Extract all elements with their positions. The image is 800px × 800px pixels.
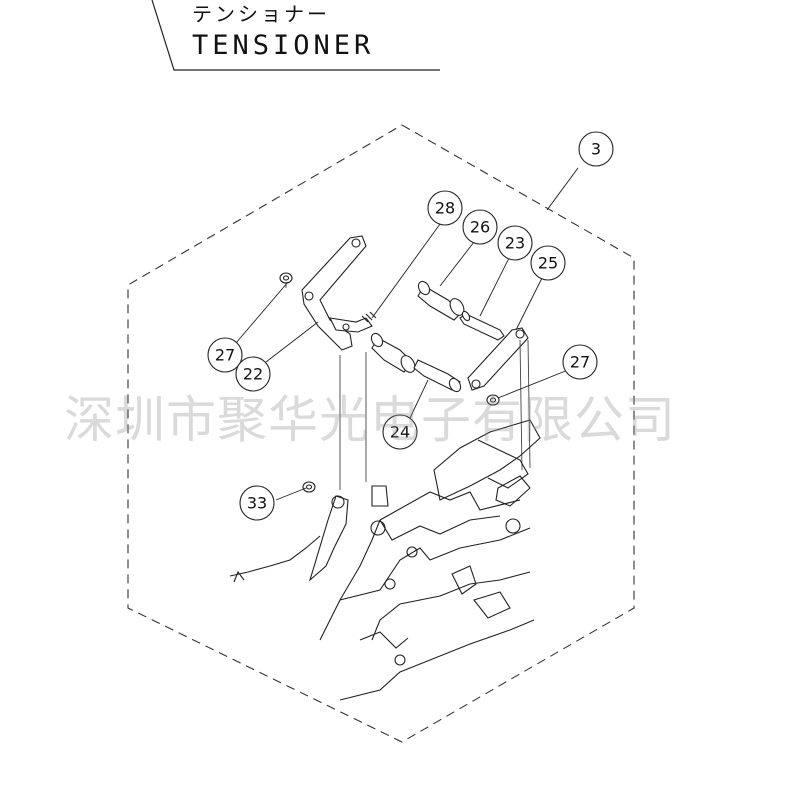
leader-line-3	[546, 167, 579, 211]
callout-label: 27	[570, 353, 590, 372]
callout-label: 25	[538, 254, 558, 273]
shaft-part-23	[459, 310, 505, 341]
callout-label: 22	[243, 365, 263, 384]
callout-27-right: 27	[562, 344, 598, 380]
callout-24: 24	[382, 414, 418, 450]
title-english: TENSIONER	[192, 30, 375, 61]
callout-label: 23	[505, 234, 525, 253]
base-frame-part	[229, 419, 541, 701]
roller-part-24	[370, 332, 462, 393]
right-arm-part	[467, 327, 529, 391]
callout-3: 3	[578, 131, 614, 167]
title-tab-frame	[151, 0, 440, 71]
callout-label: 3	[591, 140, 601, 159]
callout-25: 25	[530, 245, 566, 281]
watermark-text: 深圳市聚华光电子有限公司	[64, 391, 676, 449]
roller-part-26	[417, 280, 465, 321]
callout-label: 28	[435, 199, 455, 218]
callout-27-left: 27	[207, 337, 243, 373]
callout-leader-lines	[235, 223, 569, 501]
callout-label: 26	[470, 218, 490, 237]
washer-part-right	[486, 394, 500, 406]
left-bracket-part	[301, 235, 377, 351]
callout-33: 33	[239, 485, 275, 521]
callout-label: 33	[247, 494, 267, 513]
callout-28: 28	[427, 190, 463, 226]
assembly-boundary	[127, 124, 635, 743]
washer-part-left	[279, 272, 293, 284]
title-japanese: テンショナー	[192, 2, 330, 26]
callout-label: 27	[215, 346, 235, 365]
callout-22: 22	[235, 356, 271, 392]
callout-label: 24	[390, 423, 410, 442]
callout-23: 23	[497, 225, 533, 261]
callout-26: 26	[462, 209, 498, 245]
washer-part-33	[302, 481, 316, 493]
